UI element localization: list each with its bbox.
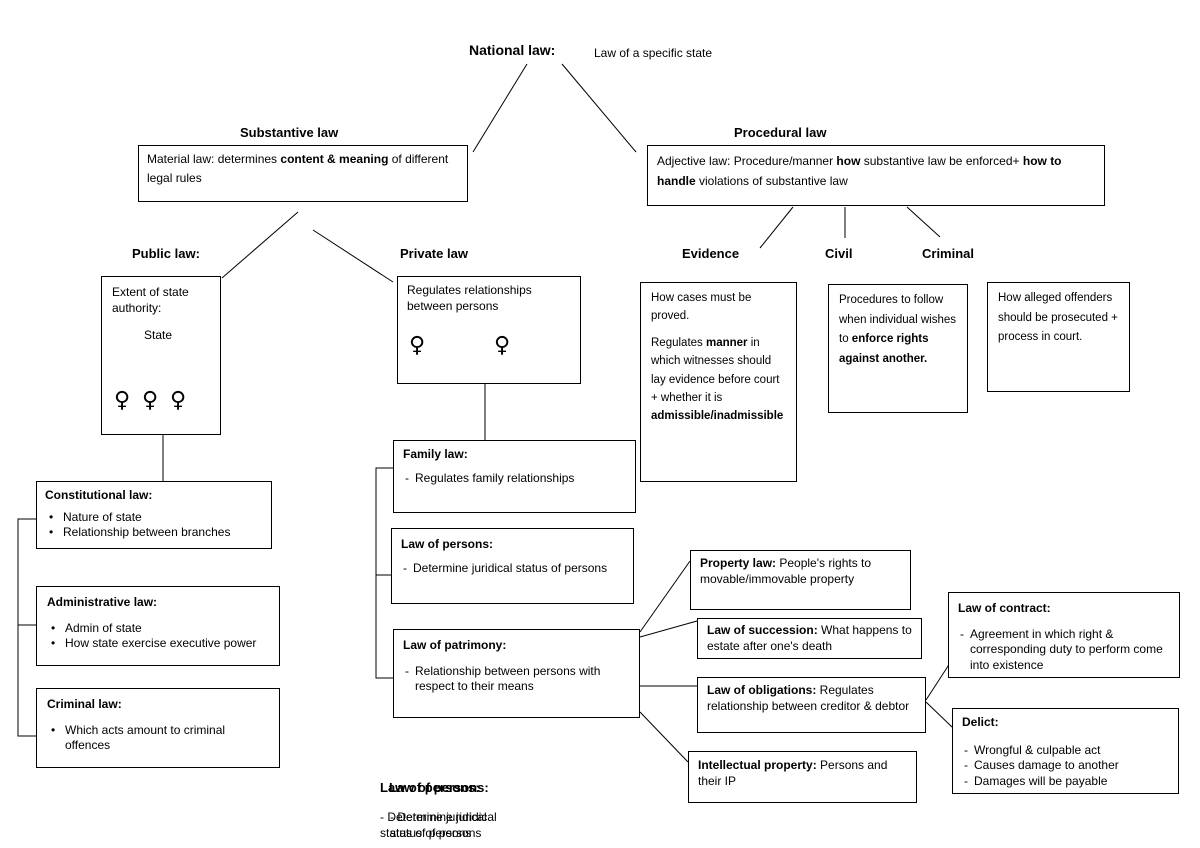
private-law-title: Private law bbox=[400, 246, 468, 261]
substantive-law-title: Substantive law bbox=[240, 125, 339, 140]
connector-line bbox=[221, 211, 299, 279]
delict-title: Delict: bbox=[962, 715, 999, 729]
list-item: Regulates family relationships bbox=[403, 471, 626, 487]
connector-line bbox=[561, 63, 637, 153]
ghost-title: Law of persons: bbox=[380, 780, 480, 795]
connector-line bbox=[759, 206, 794, 249]
list-item: How state exercise executive power bbox=[47, 636, 269, 652]
delict-box: Delict: Wrongful & culpable act Causes d… bbox=[952, 708, 1179, 794]
connector-line bbox=[472, 63, 528, 153]
person-icon: ♀ bbox=[409, 333, 426, 358]
procedural-desc-b: how bbox=[836, 154, 861, 168]
list-item: Admin of state bbox=[47, 621, 269, 637]
law-of-patrimony-box: Law of patrimony: Relationship between p… bbox=[393, 629, 640, 718]
substantive-desc-suffix: of different legal rules bbox=[147, 152, 449, 186]
ghost-desc: - Determine juridical status of persons bbox=[390, 810, 497, 840]
person-icon: ♀ bbox=[170, 388, 187, 413]
property-law-title: Property law: bbox=[700, 556, 777, 570]
law-of-obligations-title: Law of obligations: bbox=[707, 683, 817, 697]
family-law-box: Family law: Regulates family relationshi… bbox=[393, 440, 636, 513]
private-law-desc: Regulates relationships between persons bbox=[407, 283, 532, 313]
list-item: Wrongful & culpable act bbox=[962, 743, 1169, 759]
evidence-p2: Regulates manner in which witnesses shou… bbox=[651, 336, 784, 423]
substantive-desc-prefix: Material law: determines bbox=[147, 152, 281, 166]
public-law-title: Public law: bbox=[132, 246, 200, 261]
law-of-succession-desc: What happens to estate after one's death bbox=[707, 623, 912, 653]
list-item: Causes damage to another bbox=[962, 758, 1169, 774]
civil-title: Civil bbox=[825, 246, 853, 261]
bracket-line bbox=[17, 518, 36, 737]
connector-line bbox=[925, 659, 953, 701]
substantive-law-box: Material law: determines content & meani… bbox=[138, 145, 468, 202]
property-law-box: Property law: People's rights to movable… bbox=[690, 550, 911, 610]
person-icon: ♀ bbox=[142, 388, 159, 413]
list-item: Agreement in which right & corresponding… bbox=[958, 627, 1170, 674]
law-of-persons-box: Law of persons: Determine juridical stat… bbox=[391, 528, 634, 604]
list-item: Relationship between persons with respec… bbox=[403, 664, 630, 695]
connector-line bbox=[639, 560, 691, 633]
administrative-law-title: Administrative law: bbox=[47, 595, 158, 609]
law-of-persons-title: Law of persons: bbox=[401, 537, 494, 551]
procedural-desc-e: violations of substantive law bbox=[695, 174, 848, 189]
public-law-desc: Extent of state authority: bbox=[112, 285, 189, 315]
intellectual-property-desc: Persons and their IP bbox=[698, 758, 888, 788]
procedural-desc-c: substantive law be enforced+ bbox=[860, 154, 1023, 168]
law-of-contract-box: Law of contract: Agreement in which righ… bbox=[948, 592, 1180, 678]
family-law-title: Family law: bbox=[403, 447, 468, 461]
national-law-title: National law: bbox=[469, 42, 556, 58]
procedural-law-box: Adjective law: Procedure/manner how subs… bbox=[647, 145, 1105, 206]
private-law-box: Regulates relationships between persons bbox=[397, 276, 581, 384]
list-item: Relationship between branches bbox=[45, 525, 263, 541]
evidence-p1: How cases must be proved. bbox=[651, 292, 752, 323]
criminal-proc-box: How alleged offenders should be prosecut… bbox=[987, 282, 1130, 392]
connector-line bbox=[639, 620, 698, 638]
intellectual-property-box: Intellectual property: Persons and their… bbox=[688, 751, 917, 803]
criminal-proc-title: Criminal bbox=[922, 246, 975, 261]
list-item: Nature of state bbox=[45, 510, 263, 526]
state-label: State bbox=[144, 328, 173, 342]
procedural-desc-d: how to handle bbox=[657, 154, 1062, 189]
person-icon: ♀ bbox=[494, 333, 511, 358]
ghost-desc: - Determine juridical status of persons bbox=[380, 810, 487, 840]
civil-box: Procedures to follow when individual wis… bbox=[828, 284, 968, 413]
list-item: Which acts amount to criminal offences bbox=[47, 723, 269, 754]
connector-line bbox=[906, 206, 941, 238]
criminal-law-box: Criminal law: Which acts amount to crimi… bbox=[36, 688, 280, 768]
law-of-succession-title: Law of succession: bbox=[707, 623, 818, 637]
administrative-law-box: Administrative law: Admin of state How s… bbox=[36, 586, 280, 666]
evidence-box: How cases must be proved. Regulates mann… bbox=[640, 282, 797, 482]
civil-desc-b: enforce rights against another. bbox=[839, 333, 929, 365]
list-item: Damages will be payable bbox=[962, 774, 1169, 790]
law-of-contract-title: Law of contract: bbox=[958, 601, 1051, 615]
connector-line bbox=[312, 229, 394, 283]
property-law-desc: People's rights to movable/immovable pro… bbox=[700, 556, 872, 586]
criminal-law-title: Criminal law: bbox=[47, 697, 122, 711]
civil-desc-a: Procedures to follow when individual wis… bbox=[839, 294, 956, 346]
law-of-obligations-desc: Regulates relationship between creditor … bbox=[707, 683, 910, 713]
procedural-desc-a: Adjective law: Procedure/manner bbox=[657, 154, 837, 168]
connector-line bbox=[639, 711, 689, 763]
substantive-desc-bold: content & meaning bbox=[280, 152, 389, 166]
public-law-box: Extent of state authority: bbox=[101, 276, 221, 435]
list-item: Determine juridical status of persons bbox=[401, 561, 624, 577]
criminal-proc-desc: How alleged offenders should be prosecut… bbox=[998, 292, 1118, 344]
intellectual-property-title: Intellectual property: bbox=[698, 758, 817, 772]
procedural-law-title: Procedural law bbox=[734, 125, 827, 140]
constitutional-law-title: Constitutional law: bbox=[45, 488, 153, 502]
law-of-obligations-box: Law of obligations: Regulates relationsh… bbox=[697, 677, 926, 733]
constitutional-law-box: Constitutional law: Nature of state Rela… bbox=[36, 481, 272, 549]
person-icon: ♀ bbox=[114, 388, 131, 413]
bracket-line bbox=[375, 467, 393, 679]
evidence-title: Evidence bbox=[682, 246, 740, 261]
national-law-desc: Law of a specific state bbox=[594, 46, 713, 60]
law-of-patrimony-title: Law of patrimony: bbox=[403, 638, 507, 652]
connector-line bbox=[925, 701, 953, 728]
law-of-succession-box: Law of succession: What happens to estat… bbox=[697, 618, 922, 659]
ghost-title: Law of persons: bbox=[389, 780, 489, 795]
